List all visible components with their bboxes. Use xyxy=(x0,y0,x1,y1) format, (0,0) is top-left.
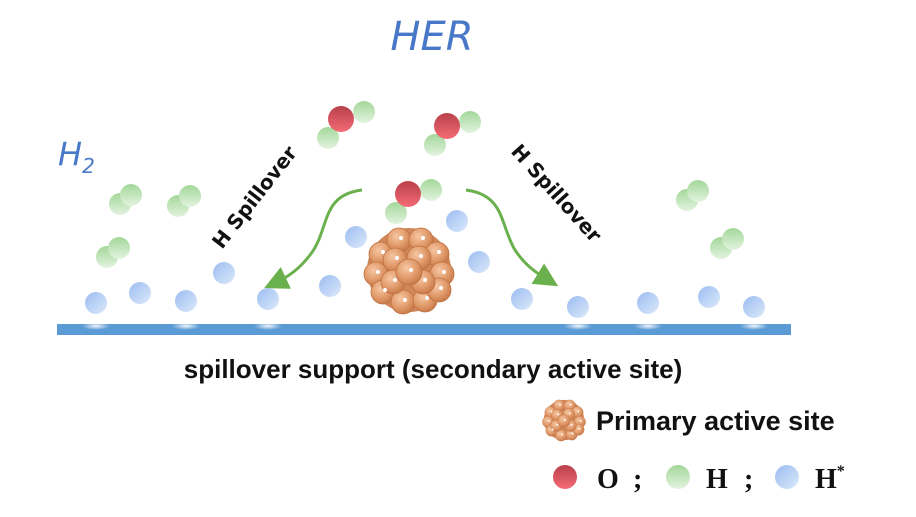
h-star-atom xyxy=(511,288,533,310)
h2-molecule xyxy=(109,184,142,215)
legend: Primary active site O ; H ; H* xyxy=(542,399,845,495)
h-star-atom xyxy=(345,226,367,248)
h-star-atom xyxy=(257,288,279,310)
legend-h-star-label: H* xyxy=(815,463,845,495)
water-molecule xyxy=(317,101,375,149)
h2-label: H2 xyxy=(58,135,95,178)
h-star-atom xyxy=(446,210,468,232)
h-star-atoms xyxy=(85,210,765,318)
legend-separator: ; xyxy=(744,464,753,495)
h-star-atom xyxy=(175,290,197,312)
spillover-support-bar xyxy=(57,324,791,335)
legend-oxygen-icon xyxy=(553,465,577,489)
h2-molecule xyxy=(710,228,744,259)
spillover-label-right: H Spillover xyxy=(506,139,606,247)
water-molecules xyxy=(317,101,481,224)
h2-molecules xyxy=(96,180,744,268)
h-star-atom xyxy=(213,262,235,284)
spillover-arrow-left xyxy=(264,188,363,289)
legend-h-star-icon xyxy=(775,465,799,489)
water-molecule xyxy=(385,179,442,224)
h-star-atom xyxy=(567,296,589,318)
h-star-atom xyxy=(698,286,720,308)
legend-oxygen-label: O xyxy=(597,464,619,495)
h-star-atom xyxy=(743,296,765,318)
h2-molecule xyxy=(96,237,130,268)
title-her: HER xyxy=(390,14,473,60)
support-label: spillover support (secondary active site… xyxy=(184,354,683,384)
legend-primary-site-label: Primary active site xyxy=(596,406,835,436)
legend-hydrogen-label: H xyxy=(706,464,728,495)
primary-active-site-cluster xyxy=(363,227,455,315)
spillover-label-left: H Spillover xyxy=(207,141,302,253)
h-star-atom xyxy=(468,251,490,273)
h-star-atom xyxy=(637,292,659,314)
h-star-atom xyxy=(319,275,341,297)
h2-molecule xyxy=(167,185,201,217)
h2-molecule xyxy=(676,180,709,211)
legend-separator: ; xyxy=(633,464,642,495)
spillover-arrow-right xyxy=(465,188,559,287)
water-molecule xyxy=(424,111,481,156)
legend-cluster-icon xyxy=(542,399,586,442)
h-star-atom xyxy=(129,282,151,304)
legend-hydrogen-icon xyxy=(666,465,690,489)
support-glows xyxy=(82,322,768,330)
h-star-atom xyxy=(85,292,107,314)
